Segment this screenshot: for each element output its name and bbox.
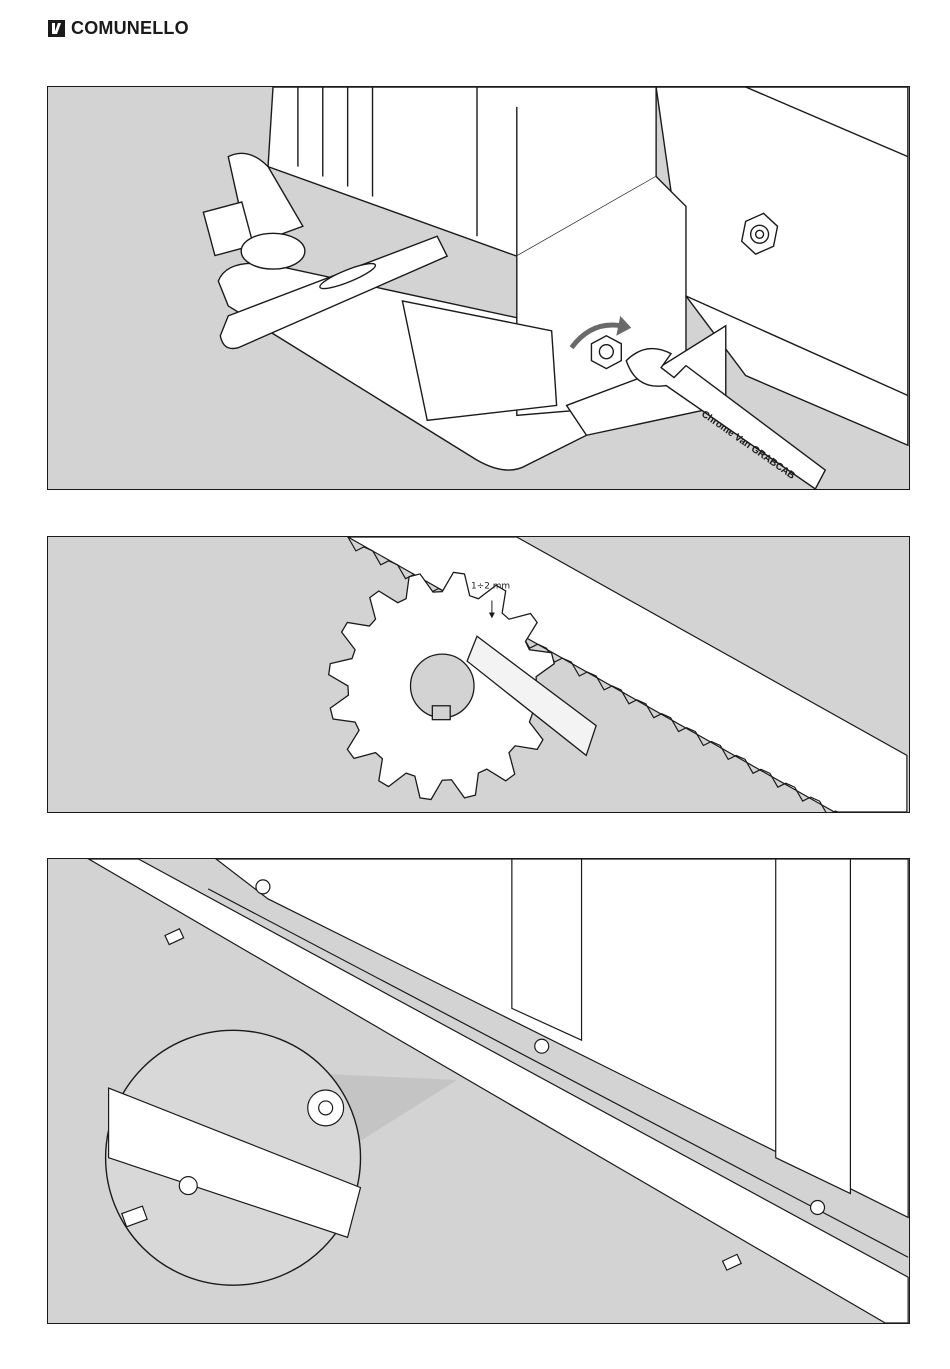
figure-pinion-rack-gap: 1÷2 mm (47, 536, 910, 813)
brand-header: COMUNELLO (48, 18, 189, 39)
comunello-logo-icon (48, 20, 65, 37)
gap-label: 1÷2 mm (471, 582, 510, 592)
brand-name: COMUNELLO (71, 18, 189, 39)
magnifier-detail-icon (106, 1030, 457, 1285)
fixing-nut (591, 336, 621, 369)
figure-rack-mounting (47, 858, 910, 1324)
figure-motor-release: Chrome Van GRABCAB (47, 86, 910, 490)
